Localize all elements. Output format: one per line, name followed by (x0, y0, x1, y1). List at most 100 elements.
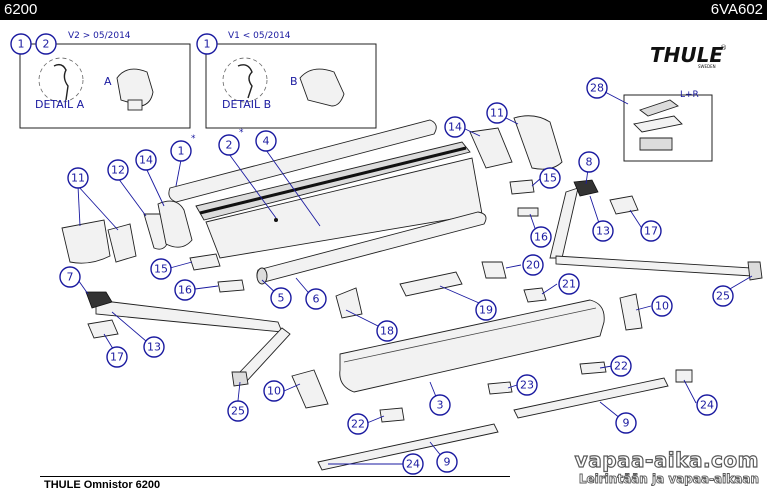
inset-note: L+R (680, 90, 699, 100)
svg-text:THULE: THULE (650, 43, 723, 67)
svg-text:24: 24 (406, 458, 420, 471)
callout-11: 11 (67, 167, 89, 189)
left-cover (61, 219, 111, 264)
svg-text:11: 11 (490, 107, 504, 120)
footer-rule (40, 476, 510, 477)
callout-1: 1 (170, 140, 192, 162)
leader-lines (75, 114, 753, 465)
callout-15: 15 (539, 167, 561, 189)
callout-2: 2 (218, 134, 240, 156)
callout-25: 25 (712, 285, 734, 307)
svg-text:8: 8 (586, 156, 593, 169)
watermark-site: vapaa-aika.com (574, 447, 759, 472)
callout-28: 28 (586, 77, 608, 99)
end-cap-part (299, 68, 345, 107)
callout-22: 22 (347, 413, 369, 435)
svg-text:14: 14 (139, 154, 153, 167)
callout-10: 10 (263, 380, 285, 402)
svg-text:24: 24 (700, 399, 714, 412)
callout-11: 11 (486, 102, 508, 124)
callout-23: 23 (516, 374, 538, 396)
svg-text:9: 9 (444, 456, 451, 469)
svg-text:14: 14 (448, 121, 462, 134)
callout-14: 14 (444, 116, 466, 138)
svg-text:16: 16 (178, 284, 192, 297)
callout-4: 4 (255, 130, 277, 152)
svg-text:11: 11 (71, 172, 85, 185)
svg-text:1: 1 (178, 145, 185, 158)
svg-text:1: 1 (204, 38, 211, 51)
callout-10: 10 (651, 295, 673, 317)
detail-a-letter: A (104, 75, 112, 88)
callout-21: 21 (558, 273, 580, 295)
svg-text:16: 16 (534, 231, 548, 244)
callout-17: 17 (640, 220, 662, 242)
svg-text:20: 20 (526, 259, 540, 272)
right-cover (513, 115, 563, 170)
callout-8: 8 (578, 151, 600, 173)
svg-text:2: 2 (43, 38, 50, 51)
callout-19: 19 (475, 299, 497, 321)
svg-text:15: 15 (543, 172, 557, 185)
left-arm-upper (95, 299, 283, 333)
svg-text:SWEDEN: SWEDEN (698, 64, 716, 69)
svg-text:7: 7 (67, 271, 74, 284)
right-arm-upper (549, 187, 579, 259)
callout-13: 13 (592, 220, 614, 242)
callout-12: 12 (107, 159, 129, 181)
detail-a-label: DETAIL A (35, 98, 85, 111)
watermark-tagline: Leirintään ja vapaa-aikaan (578, 472, 759, 487)
callout-24: 24 (402, 453, 424, 475)
callout-1: 1 (196, 33, 218, 55)
callout-16: 16 (174, 279, 196, 301)
callout-25: 25 (227, 400, 249, 422)
svg-text:5: 5 (278, 292, 285, 305)
inset-box-28 (623, 94, 713, 162)
svg-text:21: 21 (562, 278, 576, 291)
svg-text:22: 22 (614, 360, 628, 373)
callout-3: 3 (429, 394, 451, 416)
detail-b-letter: B (290, 75, 298, 88)
part-code: 6VA602 (710, 1, 763, 18)
svg-text:9: 9 (623, 417, 630, 430)
svg-text:10: 10 (655, 300, 669, 313)
bottom-rail-left (317, 423, 499, 471)
model-number: 6200 (4, 1, 38, 18)
svg-text:®: ® (720, 44, 727, 52)
callout-9: 9 (436, 451, 458, 473)
callout-1: 1 (10, 33, 32, 55)
svg-text:17: 17 (644, 225, 658, 238)
callout-22: 22 (610, 355, 632, 377)
callout-9: 9 (615, 412, 637, 434)
version-v2: V2 > 05/2014 (68, 31, 131, 41)
svg-text:13: 13 (147, 341, 161, 354)
callout-24: 24 (696, 394, 718, 416)
front-profile (339, 299, 605, 393)
canvas-front-strip (168, 119, 437, 203)
svg-text:28: 28 (590, 82, 604, 95)
asterisk-mark: * (239, 128, 244, 138)
svg-text:25: 25 (231, 405, 245, 418)
callout-2: 2 (35, 33, 57, 55)
detail-box-b (205, 43, 377, 129)
svg-text:10: 10 (267, 385, 281, 398)
header-bar: 6200 6VA602 (0, 0, 767, 20)
bottom-rail-right (513, 377, 669, 419)
svg-text:15: 15 (154, 263, 168, 276)
callout-13: 13 (143, 336, 165, 358)
callout-7: 7 (59, 266, 81, 288)
asterisk-mark: * (191, 134, 196, 144)
svg-text:13: 13 (596, 225, 610, 238)
callout-17: 17 (106, 346, 128, 368)
svg-text:18: 18 (380, 325, 394, 338)
block-part (127, 99, 143, 111)
svg-text:6: 6 (313, 293, 320, 306)
callout-14: 14 (135, 149, 157, 171)
right-arm-lower (555, 255, 753, 277)
thule-logo: THULE ® SWEDEN (650, 43, 727, 69)
svg-text:2: 2 (226, 139, 233, 152)
detail-box-a (19, 43, 191, 129)
svg-text:1: 1 (18, 38, 25, 51)
end-cap-part (116, 68, 154, 107)
